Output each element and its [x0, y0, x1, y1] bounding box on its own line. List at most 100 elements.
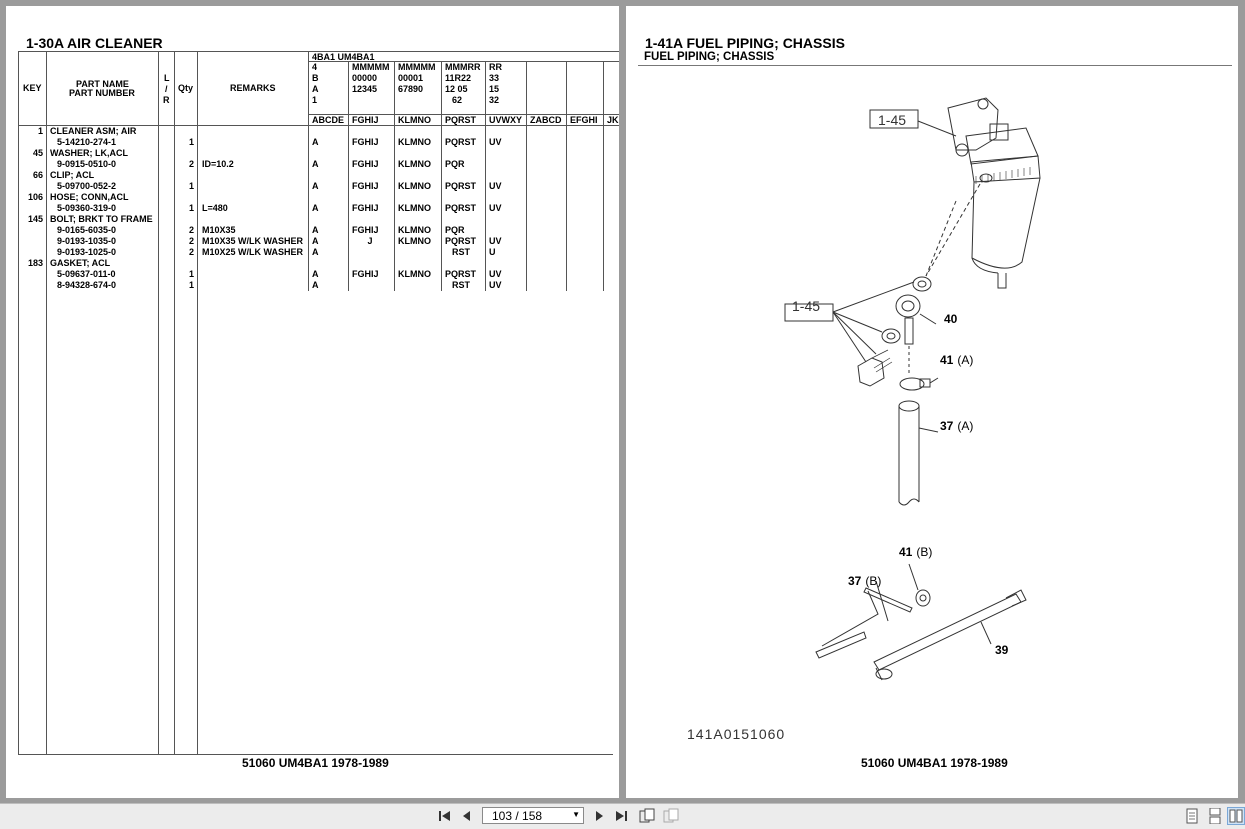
code-cell: 33: [489, 73, 500, 83]
model-header: 4BA1 UM4BA1: [312, 52, 375, 62]
right-page: 1-41A FUEL PIPING; CHASSIS FUEL PIPING; …: [626, 6, 1238, 798]
washer: [881, 328, 901, 344]
image-reference: 141A0151060: [687, 726, 786, 742]
fit-page-icon[interactable]: [638, 807, 656, 825]
row-code-cell: PQRST: [445, 137, 477, 147]
ref-label-mid: 1-45: [792, 298, 821, 314]
row-code-cell: A: [312, 159, 319, 169]
row-code-cell: UV: [489, 269, 502, 279]
first-page-icon[interactable]: [436, 807, 454, 825]
page-footer: 51060 UM4BA1 1978-1989: [242, 756, 389, 770]
washer: [912, 276, 932, 292]
column-code: JK: [607, 115, 619, 125]
last-page-icon[interactable]: [612, 807, 630, 825]
row-code-cell: UV: [489, 280, 502, 290]
row-code-cell: PQRST: [445, 236, 477, 246]
row-code-cell: PQR: [445, 159, 465, 169]
code-cell: MMMMM: [398, 62, 436, 72]
code-cell: 00001: [398, 73, 424, 83]
row-qty: 2: [188, 236, 194, 246]
two-page-icon[interactable]: [1227, 807, 1245, 825]
prev-page-icon[interactable]: [458, 807, 476, 825]
column-code: EFGHI: [570, 115, 598, 125]
row-code-cell: KLMNO: [398, 269, 431, 279]
row-qty: 2: [188, 225, 194, 235]
row-part-name: CLEANER ASM; AIR: [50, 126, 137, 136]
row-key: 66: [32, 170, 43, 180]
column-code: UVWXY: [489, 115, 523, 125]
header-part-number: PART NUMBER: [69, 88, 135, 98]
column-code: ZABCD: [530, 115, 562, 125]
page-number-select[interactable]: 103 / 158 ▼: [482, 807, 584, 824]
row-part-name: CLIP; ACL: [50, 170, 95, 180]
row-qty: 2: [188, 159, 194, 169]
row-code-cell: RST: [452, 280, 470, 290]
row-key: 145: [27, 214, 43, 224]
row-code-cell: KLMNO: [398, 203, 431, 213]
callout-40: 40: [944, 312, 958, 326]
row-code-cell: J: [367, 236, 373, 246]
row-code-cell: A: [312, 137, 319, 147]
continuous-page-icon[interactable]: [1206, 807, 1224, 825]
row-code-cell: PQR: [445, 225, 465, 235]
column-code: KLMNO: [398, 115, 431, 125]
row-remarks: L=480: [202, 203, 228, 213]
row-code-cell: A: [312, 247, 319, 257]
viewer-toolbar: 103 / 158 ▼: [0, 803, 1245, 829]
row-code-cell: U: [489, 247, 496, 257]
row-part-name: GASKET; ACL: [50, 258, 111, 268]
header-part-name: PART NAME: [76, 79, 129, 89]
page-indicator: 103 / 158: [492, 809, 543, 823]
row-part-number: 9-0165-6035-0: [57, 225, 117, 235]
row-qty: 1: [188, 269, 194, 279]
row-code-cell: RST: [452, 247, 470, 257]
row-code-cell: KLMNO: [398, 236, 431, 246]
header-lr-slash: /: [165, 84, 168, 94]
row-part-number: 8-94328-674-0: [57, 280, 117, 290]
code-cell: 00000: [352, 73, 378, 83]
row-remarks: M10X35 W/LK WASHER: [202, 236, 304, 246]
row-part-number: 5-09700-052-2: [57, 181, 117, 191]
code-cell: B: [312, 73, 319, 83]
fit-width-icon[interactable]: [662, 807, 680, 825]
callout-37b: 37(B): [848, 574, 882, 588]
row-key: 45: [32, 148, 43, 158]
callout-41a: 41(A): [940, 353, 974, 367]
row-qty: 1: [188, 280, 194, 290]
header-qty: Qty: [178, 83, 194, 93]
parts-table: KEY PART NAME PART NUMBER L / R Qty REMA…: [6, 6, 619, 798]
row-remarks: M10X35: [202, 225, 236, 235]
eye-fitting-40: [895, 294, 921, 318]
row-code-cell: A: [312, 269, 319, 279]
page-title: 1-30A AIR CLEANER: [26, 35, 163, 51]
row-code-cell: FGHIJ: [352, 181, 379, 191]
row-key: 1: [37, 126, 43, 136]
row-key: 106: [27, 192, 43, 202]
row-code-cell: KLMNO: [398, 159, 431, 169]
code-cell: MMMMM: [352, 62, 390, 72]
code-cell: MMMRR: [445, 62, 481, 72]
row-part-number: 9-0193-1035-0: [57, 236, 117, 246]
row-part-name: WASHER; LK,ACL: [50, 148, 128, 158]
banjo-bolt: [857, 357, 885, 387]
row-code-cell: UV: [489, 236, 502, 246]
row-qty: 1: [188, 203, 194, 213]
row-code-cell: KLMNO: [398, 181, 431, 191]
row-code-cell: FGHIJ: [352, 137, 379, 147]
page-footer: 51060 UM4BA1 1978-1989: [861, 756, 1008, 770]
ref-box-top: [869, 109, 919, 129]
single-page-icon[interactable]: [1183, 807, 1201, 825]
code-cell: 32: [489, 95, 500, 105]
row-code-cell: FGHIJ: [352, 159, 379, 169]
row-part-number: 5-14210-274-1: [57, 137, 117, 147]
row-qty: 1: [188, 181, 194, 191]
clamp-41b: [915, 589, 931, 607]
row-qty: 2: [188, 247, 194, 257]
clamp-41a: [899, 377, 925, 391]
fuel-piping-diagram: [784, 97, 1041, 681]
header-lr-r: R: [163, 95, 170, 105]
row-code-cell: KLMNO: [398, 137, 431, 147]
next-page-icon[interactable]: [590, 807, 608, 825]
row-part-name: BOLT; BRKT TO FRAME: [50, 214, 153, 224]
row-remarks: ID=10.2: [202, 159, 234, 169]
